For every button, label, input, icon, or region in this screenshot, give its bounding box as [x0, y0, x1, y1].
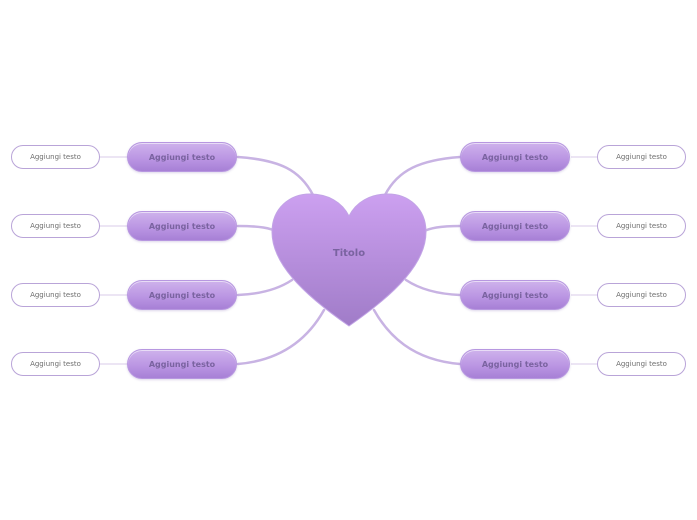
connector-left-4 [236, 308, 326, 366]
leaf-right-4[interactable]: Aggiungi testo [597, 352, 686, 376]
leaf-left-3[interactable]: Aggiungi testo [11, 283, 100, 307]
leaf-left-4[interactable]: Aggiungi testo [11, 352, 100, 376]
branch-right-2[interactable]: Aggiungi testo [460, 211, 570, 241]
leaf-left-1[interactable]: Aggiungi testo [11, 145, 100, 169]
branch-left-3[interactable]: Aggiungi testo [127, 280, 237, 310]
branch-left-4[interactable]: Aggiungi testo [127, 349, 237, 379]
connector-right-1 [383, 155, 462, 197]
branch-right-3[interactable]: Aggiungi testo [460, 280, 570, 310]
connector-left-3 [236, 278, 294, 297]
branch-right-1[interactable]: Aggiungi testo [460, 142, 570, 172]
branch-left-2[interactable]: Aggiungi testo [127, 211, 237, 241]
leaf-right-3[interactable]: Aggiungi testo [597, 283, 686, 307]
leaf-right-1[interactable]: Aggiungi testo [597, 145, 686, 169]
connector-right-3 [404, 278, 462, 297]
leaf-right-2[interactable]: Aggiungi testo [597, 214, 686, 238]
leaf-left-2[interactable]: Aggiungi testo [11, 214, 100, 238]
branch-left-1[interactable]: Aggiungi testo [127, 142, 237, 172]
connector-left-1 [236, 155, 315, 197]
leaf-connectors [100, 156, 597, 365]
central-heart-shape[interactable] [271, 193, 427, 327]
connector-right-2 [420, 224, 462, 234]
central-topic-title[interactable]: Titolo [332, 248, 366, 259]
branch-right-4[interactable]: Aggiungi testo [460, 349, 570, 379]
connector-right-4 [372, 308, 462, 366]
connectors [236, 155, 462, 366]
